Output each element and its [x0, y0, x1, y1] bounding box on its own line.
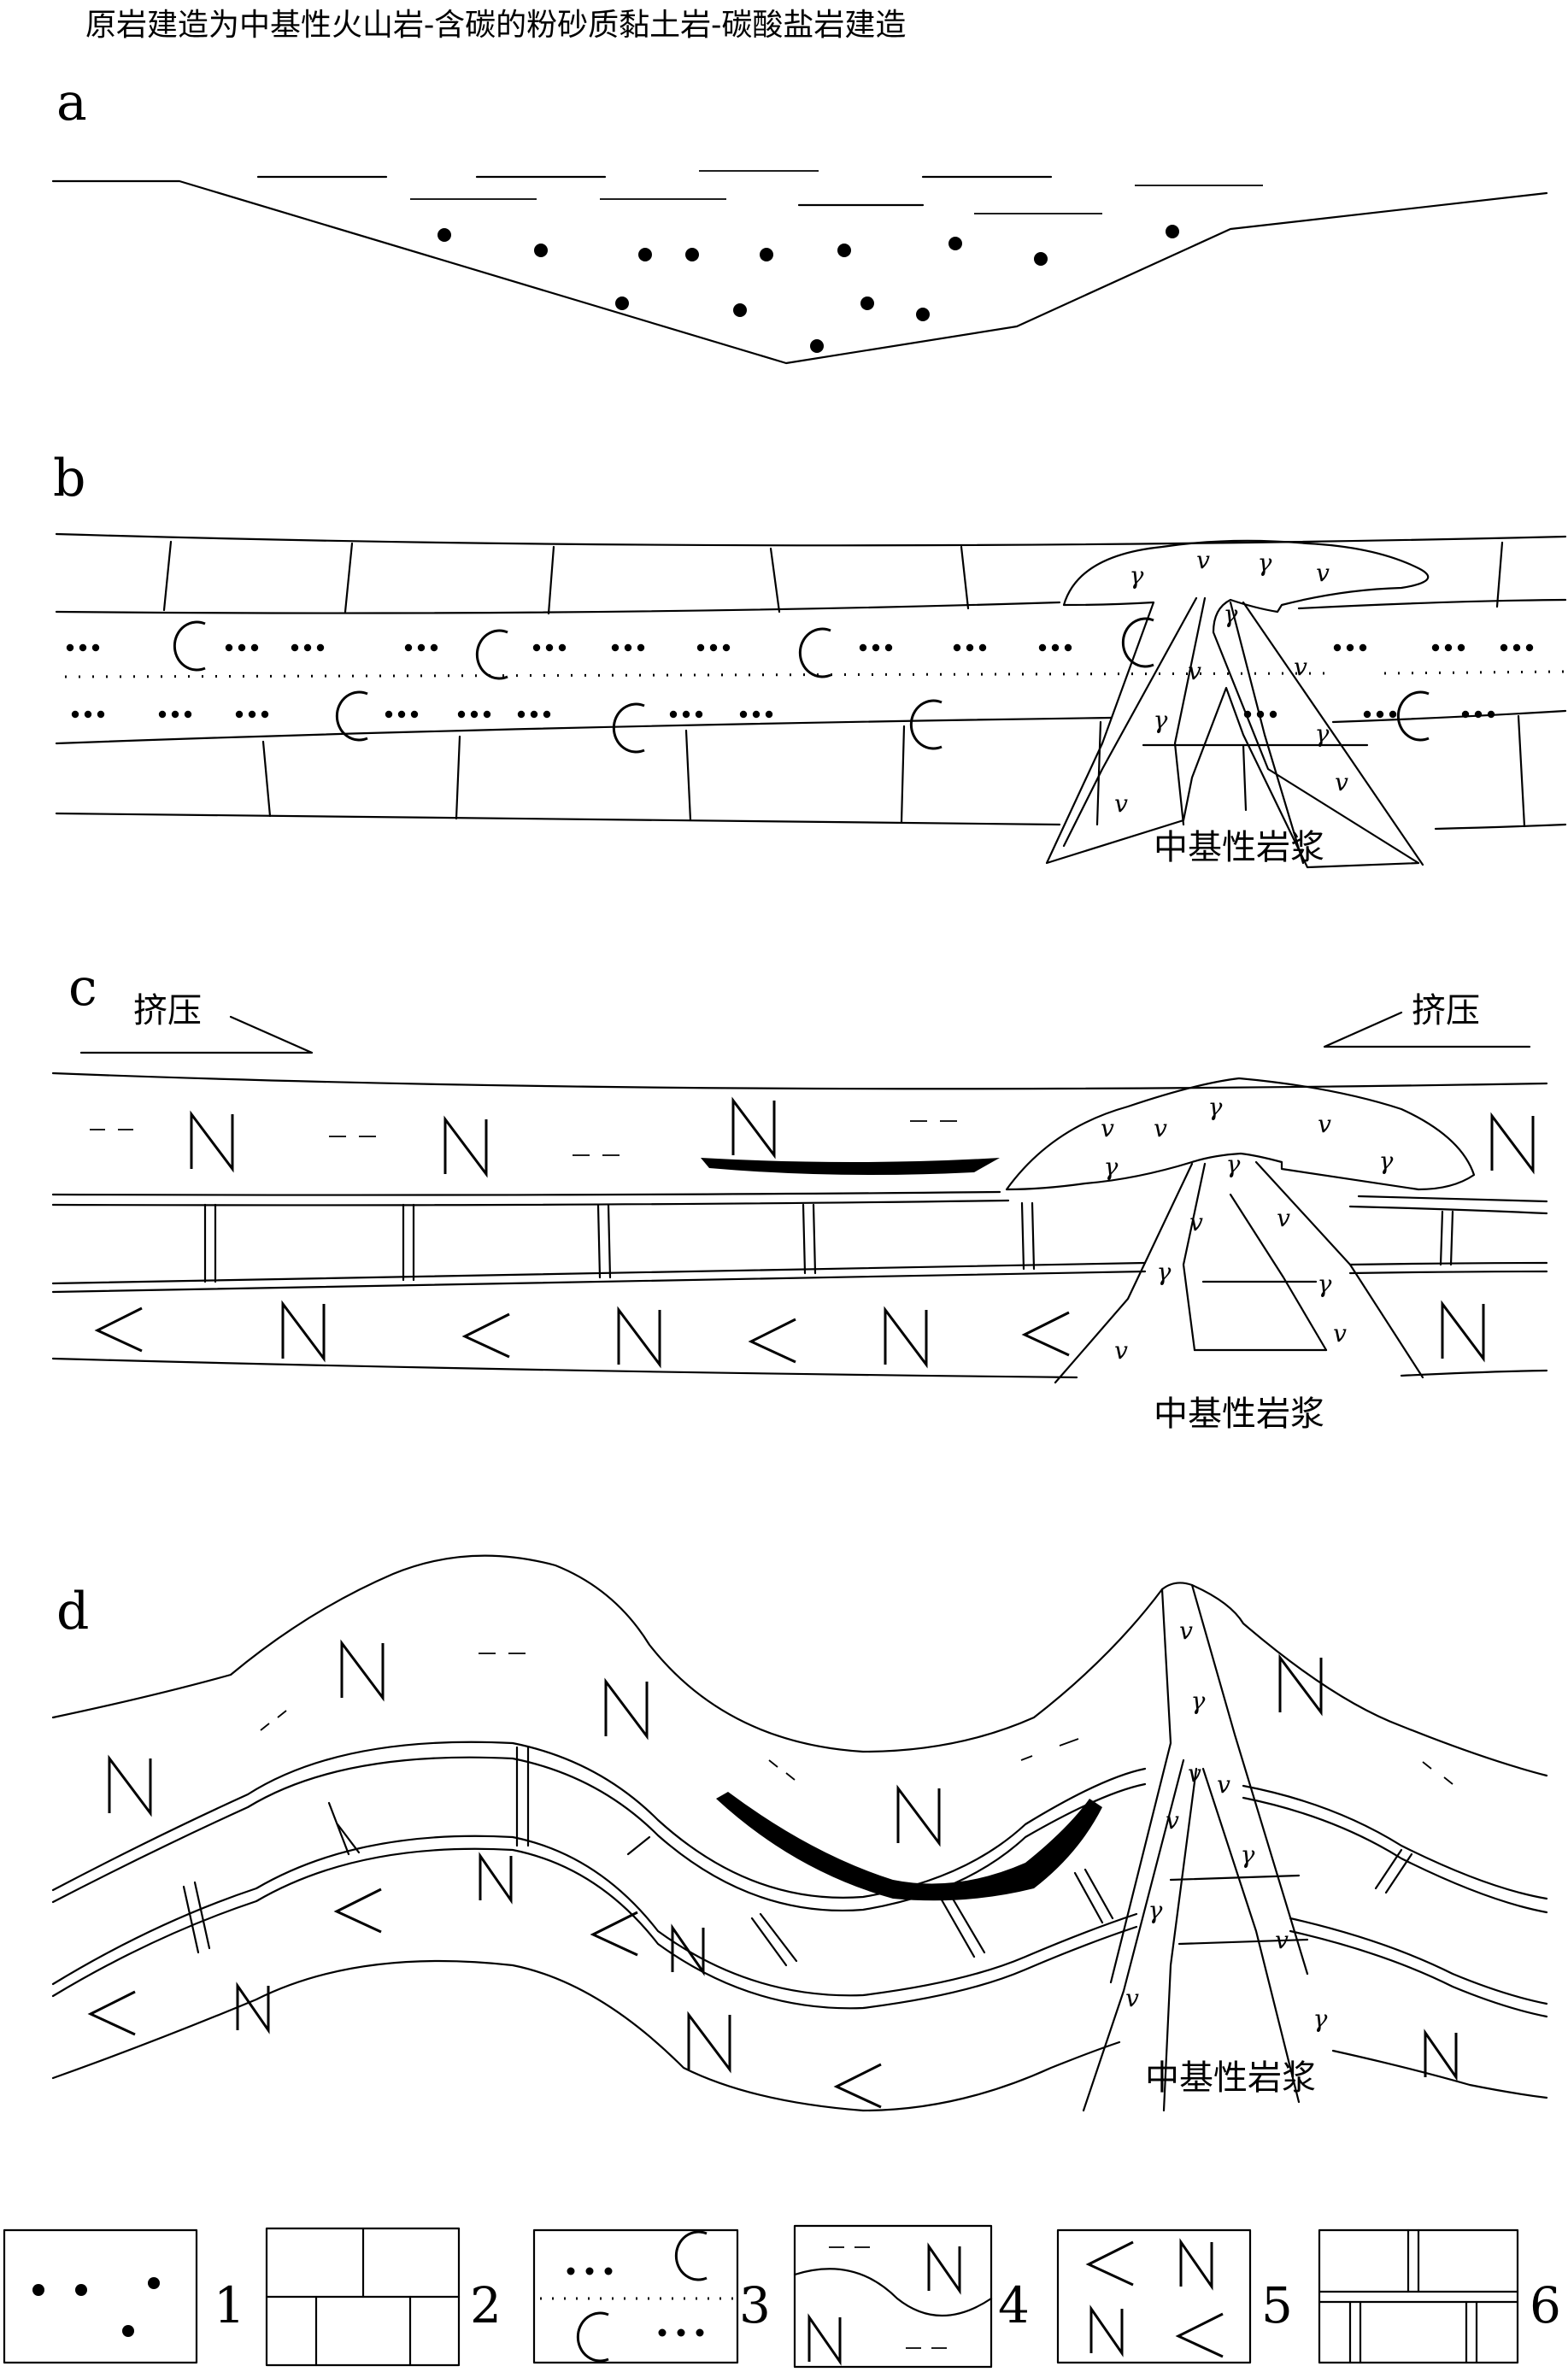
- volcanic-body-c: [1005, 1077, 1476, 1384]
- legend-number-5: 5: [1261, 2276, 1293, 2334]
- angle-n-pattern-icon: [1087, 2240, 1224, 2358]
- legend-item-3: 3: [532, 2228, 771, 2364]
- panel-c: c 挤压 挤压: [51, 958, 1548, 1434]
- legend-item-5: 5: [1056, 2228, 1293, 2364]
- panel-b-label: b: [53, 449, 85, 508]
- upper-layer-symbols-d: [108, 1641, 1458, 2079]
- legend-item-1: 1: [3, 2228, 245, 2364]
- panel-d: d: [51, 1554, 1548, 2112]
- compress-label-right: 挤压: [1412, 991, 1480, 1030]
- legend-item-4: 4: [793, 2224, 1030, 2369]
- legend-number-6: 6: [1530, 2276, 1561, 2334]
- dash-n-pattern-icon: [793, 2245, 993, 2363]
- water-surface-lines: [256, 170, 1263, 214]
- brick-pattern-icon: [265, 2227, 461, 2367]
- figure-title: 原岩建造为中基性火山岩-含碳的粉砂质黏土岩-碳酸盐岩建造: [85, 8, 907, 43]
- compress-label-left: 挤压: [133, 991, 202, 1030]
- panel-a: a: [51, 73, 1548, 365]
- upper-layer-symbols-c: [90, 1099, 1535, 1176]
- panel-b: b: [53, 449, 1567, 869]
- magma-label-c: 中基性岩浆: [1154, 1394, 1324, 1434]
- panel-d-label: d: [56, 1582, 89, 1641]
- compress-arrow-left: [79, 1015, 314, 1054]
- panel-c-label: c: [68, 958, 97, 1018]
- volcanic-symbols-c: [1101, 1093, 1394, 1365]
- legend-item-2: 2: [265, 2227, 502, 2367]
- lower-layer-symbols-c: [96, 1302, 1485, 1366]
- legend-number-2: 2: [470, 2276, 502, 2334]
- dots-pattern-icon: [32, 2277, 160, 2337]
- double-line-brick-pattern-icon: [1318, 2228, 1519, 2364]
- legend-number-1: 1: [214, 2276, 245, 2334]
- volcanic-body-b: [1045, 539, 1430, 869]
- compress-arrow-right: [1323, 1011, 1531, 1048]
- magma-label-d: 中基性岩浆: [1145, 2058, 1316, 2098]
- coal-lens-c: [701, 1158, 1000, 1176]
- magma-label-b: 中基性岩浆: [1154, 828, 1324, 867]
- panel-a-label: a: [56, 73, 87, 132]
- strata-c: [51, 1072, 1548, 1379]
- lower-layer-symbols-d: [89, 1888, 883, 2109]
- dot-triplets-b: [66, 643, 1534, 719]
- coal-lens-d: [716, 1792, 1102, 1901]
- dots-crescent-pattern-icon: [540, 2230, 735, 2363]
- legend: 1 2 3: [3, 2224, 1561, 2369]
- sediment-dots: [438, 225, 1179, 353]
- legend-number-4: 4: [998, 2276, 1030, 2334]
- strata-b: [55, 532, 1567, 831]
- volcanic-body-d: [1082, 1583, 1309, 2112]
- legend-number-3: 3: [739, 2276, 771, 2334]
- legend-item-6: 6: [1318, 2228, 1561, 2364]
